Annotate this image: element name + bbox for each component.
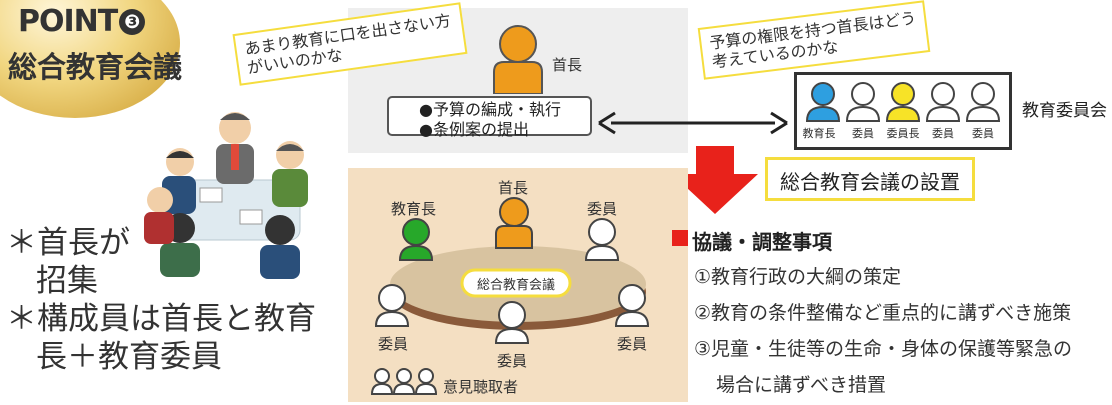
board-member-label: 教育長: [802, 127, 836, 140]
meeting-member-label: 委員: [378, 335, 409, 353]
matter-item: 場合に講ずべき措置: [716, 374, 887, 396]
point-number: ❸: [119, 9, 146, 35]
mayor-powers-box: ●予算の編成・執行 ●条例案の提出: [387, 96, 592, 139]
note-line-2: 招集: [36, 263, 98, 299]
double-arrow-icon: [598, 111, 788, 135]
note-line-1: ＊首長が: [6, 225, 130, 261]
mayor-power-item: ●条例案の提出: [419, 120, 529, 139]
board-member-label: 委員: [972, 127, 994, 140]
meeting-diagram: [370, 197, 650, 395]
board-member-label: 委員: [852, 127, 874, 140]
speech-bubble-mayor: 予算の権限を持つ首長はどう 考えているのかな: [697, 0, 931, 80]
meeting-illustration: [144, 112, 308, 279]
meeting-superintendent-label: 教育長: [391, 200, 437, 218]
note-line-4: 長＋教育委員: [36, 339, 222, 375]
matter-item: ①教育行政の大綱の策定: [694, 266, 902, 288]
board-member-label: 委員: [932, 127, 954, 140]
red-square-icon: [672, 230, 688, 246]
listeners-label: 意見聴取者: [443, 378, 519, 396]
mayor-figure-icon: [493, 25, 543, 94]
board-members-box: 教育長 委員 委員長 委員 委員: [794, 72, 1012, 150]
point-subtitle: 総合教育会議: [8, 50, 183, 84]
meeting-table-label: 総合教育会議: [476, 278, 555, 293]
matter-item: ③児童・生徒等の生命・身体の保護等緊急の: [694, 338, 1073, 360]
board-members-icons: [805, 82, 1001, 122]
matters-title: 協議・調整事項: [692, 230, 832, 254]
meeting-member-label: 委員: [497, 352, 528, 370]
meeting-member-label: 委員: [587, 200, 618, 218]
mayor-label: 首長: [552, 56, 583, 74]
meeting-member-label: 委員: [617, 335, 648, 353]
council-establishment-label: 総合教育会議の設置: [765, 157, 975, 201]
down-arrow-icon: [672, 146, 758, 214]
matter-item: ②教育の条件整備など重点的に講ずべき施策: [694, 302, 1072, 324]
meeting-mayor-label: 首長: [498, 179, 529, 197]
note-line-3: ＊構成員は首長と教育: [6, 301, 316, 337]
board-member-label: 委員長: [886, 127, 920, 140]
board-label: 教育委員会: [1022, 101, 1107, 121]
mayor-power-item: ●予算の編成・執行: [419, 100, 561, 119]
